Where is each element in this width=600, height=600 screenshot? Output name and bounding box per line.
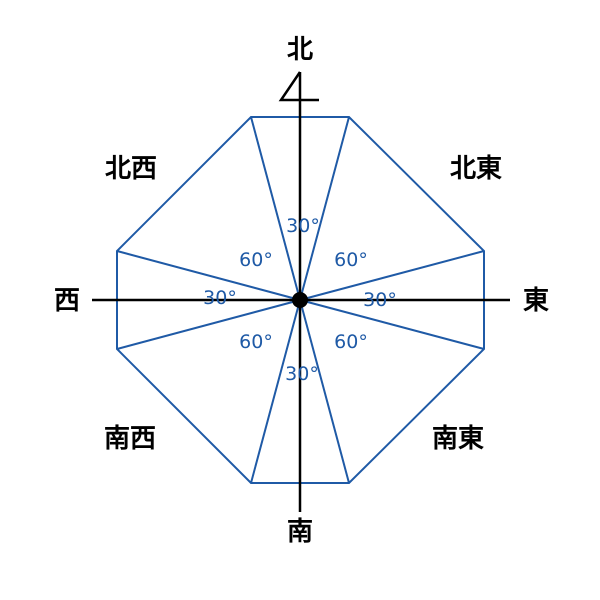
label-southeast: 南東 — [432, 424, 484, 454]
angle-upper-left: 60° — [239, 249, 273, 271]
angle-east: 30° — [363, 289, 397, 311]
ray-south-left — [250, 299, 301, 484]
center-dot-icon — [292, 292, 308, 308]
label-southwest: 南西 — [104, 424, 156, 454]
ray-west-bottom — [116, 299, 301, 350]
label-south: 南 — [287, 517, 313, 547]
ray-north-right — [299, 116, 350, 301]
ray-south-right — [299, 299, 350, 484]
angle-south: 30° — [285, 363, 319, 385]
label-northeast: 北東 — [450, 154, 502, 184]
label-northwest: 北西 — [105, 154, 157, 184]
sector-lines — [116, 116, 485, 484]
angle-lower-left: 60° — [239, 331, 273, 353]
angle-west: 30° — [203, 287, 237, 309]
angle-labels: 30° 30° 30° 30° 60° 60° 60° 60° — [203, 215, 397, 385]
label-west: 西 — [54, 286, 80, 316]
label-east: 東 — [523, 286, 549, 316]
angle-north: 30° — [286, 215, 320, 237]
ray-east-bottom — [299, 299, 485, 350]
ray-north-left — [250, 116, 301, 301]
angle-upper-right: 60° — [334, 249, 368, 271]
label-north: 北 — [287, 35, 313, 65]
north-flag-icon — [278, 71, 319, 102]
ray-east-top — [299, 250, 485, 301]
ray-west-top — [116, 250, 301, 301]
angle-lower-right: 60° — [334, 331, 368, 353]
